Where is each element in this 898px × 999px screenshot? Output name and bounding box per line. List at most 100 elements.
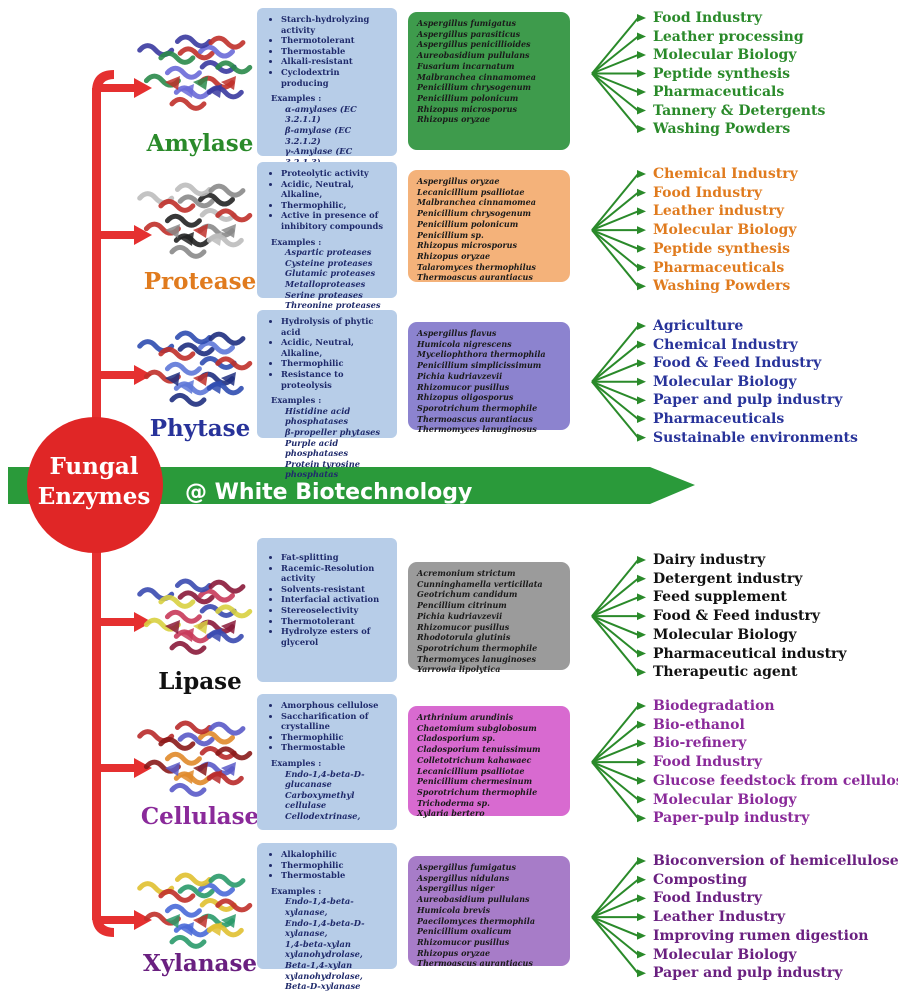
example-item: β-propeller phytases: [285, 426, 381, 437]
phytase-branch-arrow: [96, 365, 152, 385]
example-item: Threonine proteases: [285, 300, 381, 311]
organism-item: Thermoascus aurantiacus: [417, 272, 533, 283]
application-item: Food Industry: [653, 10, 763, 26]
application-item: Chemical Industry: [653, 166, 798, 182]
application-item: Dairy industry: [653, 552, 766, 568]
application-arrows: [591, 14, 646, 978]
application-item: Detergent industry: [653, 570, 803, 587]
application-item: Agriculture: [653, 318, 744, 334]
property-item: Alkalophilic: [281, 849, 389, 860]
property-item: Interfacial activation: [281, 594, 389, 605]
application-item: Pharmaceutical industry: [653, 645, 847, 662]
property-item: Resistance to proteolysis: [281, 369, 389, 390]
organism-item: Colletotrichum kahawaec: [417, 754, 532, 765]
property-item: Fat-splitting: [281, 552, 389, 563]
cellulase-application-arrows: [591, 702, 646, 823]
property-item: Active in presence of inhibitory compoun…: [281, 210, 389, 231]
application-item: Pharmaceuticals: [653, 411, 785, 427]
organism-item: Talaromyces thermophilus: [417, 261, 536, 272]
example-item: Histidine acid phosphatases: [285, 405, 351, 427]
property-item: Thermostable: [281, 742, 389, 753]
example-item: xylanohydrolase,: [285, 949, 363, 960]
example-item: γ-Amylase (EC 3.2.1.3): [285, 146, 353, 167]
property-item: Cyclodextrin producing: [281, 67, 389, 88]
xylanase-application-arrows: [591, 857, 646, 978]
organism-item: Penicillium oxalicum: [417, 926, 512, 937]
example-item: Endo-1,4-beta-D-xylanase,: [285, 917, 365, 939]
xylanase-protein-structure: [137, 872, 253, 949]
property-list: Starch-hydrolyzing activityThermotoleran…: [271, 14, 389, 88]
organism-item: Penicillium chermesinum: [417, 776, 533, 787]
example-item: Serine proteases: [285, 289, 363, 300]
organism-item: Sporotrichum thermophile: [417, 402, 538, 413]
example-item: α-amylases (EC 3.2.1.1): [285, 103, 357, 125]
example-item: Endo-1,4-beta-D-glucanase: [285, 768, 365, 790]
organism-item: Pencillium citrinum: [417, 600, 507, 611]
organism-item: Aspergillus fumigatus: [417, 18, 516, 28]
property-item: Thermophilic: [281, 860, 389, 871]
example-item: Protein tyrosine phosphatas: [285, 458, 361, 480]
application-item: Washing Powders: [653, 278, 791, 295]
phytase-application-arrows: [591, 322, 646, 442]
property-item: Acidic, Neutral, Alkaline,: [281, 179, 389, 200]
property-item: Alkali-resistant: [281, 56, 389, 67]
property-item: Acidic, Neutral, Alkaline,: [281, 337, 389, 358]
example-item: Cysteine proteases: [285, 257, 373, 268]
example-item: Cellodextrinase,: [285, 810, 361, 821]
application-item: Improving rumen digestion: [653, 927, 869, 944]
lipase-properties-box: Fat-splittingRacemic-Resolution activity…: [257, 538, 397, 682]
application-item: Bioconversion of hemicellulose: [653, 853, 898, 869]
protease-protein-structure: [137, 182, 253, 259]
organism-item: Aureobasidium pullulans: [417, 894, 530, 905]
property-list: Fat-splittingRacemic-Resolution activity…: [271, 552, 389, 647]
application-item: Food Industry: [653, 890, 763, 907]
example-item: Purple acid phosphatases: [285, 437, 349, 459]
property-item: Thermotolerant: [281, 35, 389, 46]
organism-item: Aspergillus flavus: [417, 328, 497, 338]
property-item: Thermostable: [281, 46, 389, 57]
cellulase-branch-arrow: [96, 758, 152, 778]
application-item: Molecular Biology: [653, 373, 797, 390]
application-item: Pharmaceuticals: [653, 259, 785, 276]
organism-item: Aspergillus penicillioides: [417, 39, 531, 50]
organism-item: Rhizopus oryzae: [417, 947, 491, 958]
application-item: Molecular Biology: [653, 47, 797, 63]
phytase-properties-box: Hydrolysis of phytic acidAcidic, Neutral…: [257, 310, 397, 479]
examples-label: Examples :: [271, 757, 322, 768]
property-item: Stereoselectivity: [281, 605, 389, 616]
application-item: Sustainable environments: [653, 429, 858, 446]
organism-item: Humicola nigrescens: [417, 338, 512, 349]
property-item: Thermostable: [281, 870, 389, 881]
protease-application-arrows: [591, 170, 646, 291]
xylanase-branch-arrow: [96, 910, 152, 930]
property-item: Thermotolerant: [281, 616, 389, 627]
enzyme-branches: [96, 78, 152, 930]
phytase-name: Phytase: [149, 415, 251, 442]
hub-line-2: Enzymes: [37, 483, 151, 510]
organism-item: Thermoascus aurantiacus: [417, 413, 533, 424]
amylase-properties-box: Starch-hydrolyzing activityThermotoleran…: [257, 8, 397, 167]
banner-title: @ White Biotechnology: [185, 480, 473, 505]
property-item: Hydrolysis of phytic acid: [281, 316, 389, 337]
organism-item: Thermomyces lanuginoses: [417, 653, 536, 664]
organism-item: Fusarium incarnatum: [417, 60, 515, 71]
property-item: Saccharification of crystalline: [281, 711, 389, 732]
application-item: Peptide synthesis: [653, 65, 791, 82]
example-item: Beta-D-xylanase: [285, 981, 361, 992]
organism-item: Rhodotorula glutinis: [417, 632, 511, 643]
application-item: Feed supplement: [653, 589, 787, 606]
application-item: Food & Feed Industry: [653, 355, 822, 372]
property-item: Amorphous cellulose: [281, 700, 389, 711]
organism-item: Penicillium sp.: [417, 229, 484, 240]
organism-item: Rhizopus oryzae: [417, 250, 491, 261]
organism-item: Rhizomucor pusillus: [417, 381, 510, 392]
application-item: Molecular Biology: [653, 946, 797, 963]
lower-trunk: [92, 520, 101, 920]
upper-trunk: [92, 88, 101, 448]
phytase-protein-structure: [137, 330, 253, 407]
xylanase-properties-box: AlkalophilicThermophilicThermostableExam…: [257, 843, 397, 991]
